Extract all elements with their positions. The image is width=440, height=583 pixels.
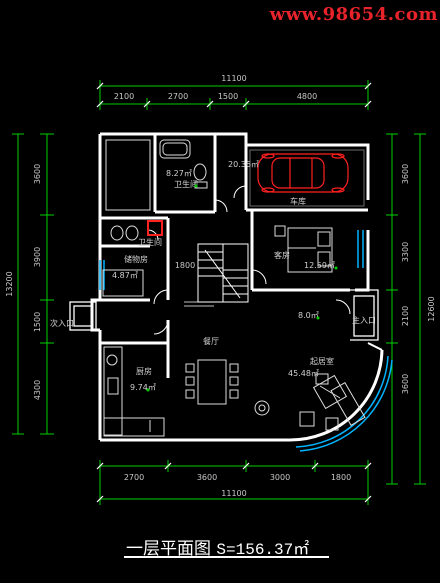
- dim-top-2: 1500: [218, 92, 238, 101]
- dim-left-1: 3900: [33, 247, 42, 267]
- main-entrance-porch: [350, 289, 379, 341]
- dimension-ticks: [96, 82, 372, 503]
- plan-caption: 一层平面图 S=156.37㎡: [126, 534, 309, 559]
- room-area-entrance: 8.0㎡: [298, 311, 319, 320]
- dim-right-1: 3300: [401, 242, 410, 262]
- site-watermark: www.98654.com: [269, 4, 438, 25]
- room-name-bathroom1: 卫生间: [174, 179, 198, 189]
- guest-bed: [274, 225, 333, 273]
- garage-floor: [249, 149, 365, 207]
- room-area-living: 45.48㎡: [288, 369, 319, 378]
- caption-underline: [124, 556, 329, 558]
- dimension-labels: 11100 2100 2700 1500 4800 2700 3600 3000…: [114, 74, 351, 498]
- entry-steps: [184, 301, 214, 307]
- dim-bottom-0: 2700: [124, 473, 144, 482]
- dim-top-0: 2100: [114, 92, 134, 101]
- shafts: [102, 139, 151, 297]
- dim-left-0: 3600: [33, 164, 42, 184]
- living-sofa: [254, 373, 366, 431]
- dimension-lines: [12, 80, 426, 505]
- room-name-bathroom2: 卫生间: [138, 237, 162, 247]
- dining-table: [185, 359, 239, 405]
- dim-right-0: 3600: [401, 164, 410, 184]
- room-area-storage: 4.87㎡: [112, 271, 138, 280]
- glazing: [99, 230, 364, 290]
- car-icon: [257, 153, 349, 193]
- room-area-garage: 20.36㎡: [228, 160, 259, 169]
- dim-bottom-3: 1800: [331, 473, 351, 482]
- room-area-guest: 12.59㎡: [304, 261, 335, 270]
- room-name-entrance: 主入口: [352, 315, 376, 325]
- staircase: [197, 243, 249, 303]
- dim-right-2: 2100: [401, 306, 410, 326]
- dim-top-1: 2700: [168, 92, 188, 101]
- dim-top-total: 11100: [221, 74, 246, 83]
- level-markers: [146, 184, 338, 392]
- room-name-garage: 车库: [290, 196, 306, 206]
- room-name-storage: 储物房: [124, 254, 148, 264]
- caption-title: 一层平面图: [126, 539, 211, 559]
- dim-bottom-1: 3600: [197, 473, 217, 482]
- dim-bottom-2: 3000: [270, 473, 290, 482]
- dimension-labels-vertical: 3600 3900 1500 4300 13200 3600 3300 2100…: [5, 164, 436, 400]
- room-name-living: 起居室: [310, 356, 334, 366]
- bathroom-fixtures: [110, 139, 208, 241]
- room-area-bathroom1: 8.27㎡: [166, 169, 192, 178]
- dim-right-total: 12600: [427, 296, 436, 321]
- dim-left-2: 1500: [33, 312, 42, 332]
- room-name-guest: 客房: [274, 250, 290, 260]
- bay-window: [289, 342, 393, 452]
- room-labels: 卫生间 8.27㎡ 车库 20.36㎡ 卫生间 储物房 4.87㎡ 客房 12.…: [50, 160, 376, 392]
- door-swings: [147, 185, 351, 335]
- dim-bottom-total: 11100: [221, 489, 246, 498]
- fixture-marker: [147, 220, 163, 236]
- room-area-kitchen: 9.74㎡: [130, 383, 156, 392]
- room-name-side-entrance: 次入口: [50, 318, 74, 328]
- dim-stair: 1800: [175, 261, 195, 270]
- side-entrance-porch: [69, 301, 97, 331]
- dim-right-3: 3600: [401, 374, 410, 394]
- room-name-kitchen: 厨房: [136, 366, 152, 376]
- walls: [90, 132, 370, 442]
- dim-top-3: 4800: [297, 92, 317, 101]
- room-name-dining: 餐厅: [203, 337, 219, 346]
- caption-area: S=156.37㎡: [216, 541, 310, 559]
- dim-left-total: 13200: [5, 271, 14, 296]
- kitchen-counters: [103, 346, 165, 437]
- dim-left-3: 4300: [33, 380, 42, 400]
